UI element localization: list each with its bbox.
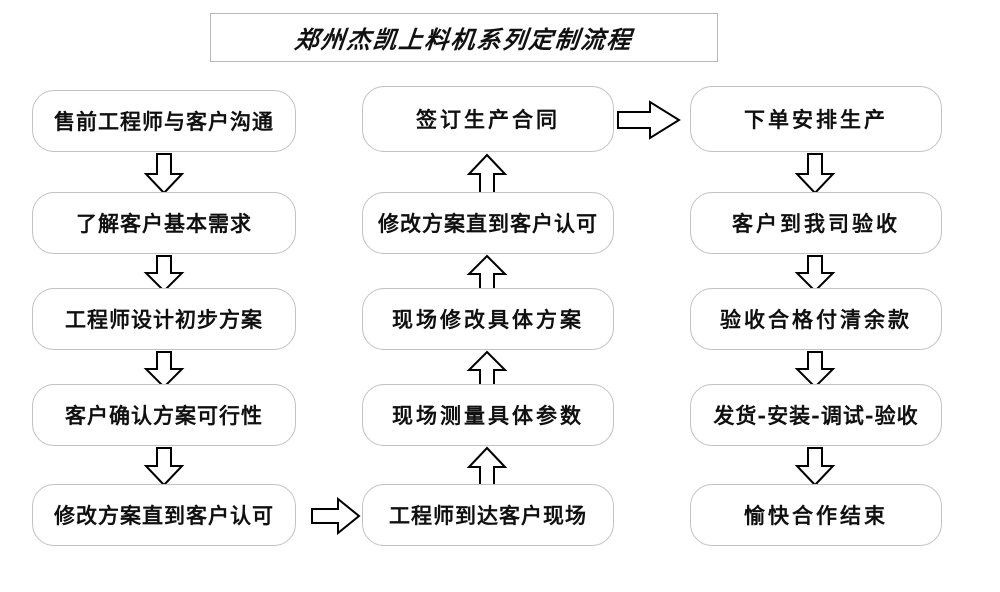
arrow-middle-1 (463, 152, 511, 196)
arrow-right-3 (791, 350, 839, 390)
node-label: 签订生产合同 (416, 107, 560, 132)
diagram-title: 郑州杰凯上料机系列定制流程 (293, 25, 635, 54)
node-customer-confirm-feasibility[interactable]: 客户确认方案可行性 (32, 384, 296, 446)
arrow-left-2 (140, 254, 188, 294)
node-place-order-production[interactable]: 下单安排生产 (690, 86, 942, 152)
node-label: 现场测量具体参数 (392, 403, 584, 428)
arrow-middle-4 (463, 446, 511, 488)
node-engineer-draft-plan[interactable]: 工程师设计初步方案 (32, 288, 296, 350)
arrow-left-3 (140, 350, 188, 390)
node-onsite-measure-params[interactable]: 现场测量具体参数 (362, 384, 614, 446)
arrow-left-4 (140, 446, 188, 488)
arrow-middle-to-right (616, 100, 682, 140)
node-customer-inspection[interactable]: 客户到我司验收 (690, 192, 942, 254)
node-label: 客户到我司验收 (732, 211, 900, 236)
node-ship-install-debug-accept[interactable]: 发货-安装-调试-验收 (690, 384, 942, 446)
node-label: 售前工程师与客户沟通 (54, 109, 274, 134)
node-understand-needs[interactable]: 了解客户基本需求 (32, 192, 296, 254)
node-engineer-arrive-onsite[interactable]: 工程师到达客户现场 (362, 484, 614, 546)
node-label: 验收合格付清余款 (720, 307, 912, 332)
node-label: 工程师设计初步方案 (65, 307, 263, 332)
node-pay-balance[interactable]: 验收合格付清余款 (690, 288, 942, 350)
arrow-right-2 (791, 254, 839, 294)
node-label: 工程师到达客户现场 (389, 503, 587, 528)
node-label: 发货-安装-调试-验收 (713, 403, 919, 428)
node-label: 了解客户基本需求 (76, 211, 252, 236)
arrow-left-to-middle (310, 496, 362, 536)
node-label: 修改方案直到客户认可 (378, 211, 598, 236)
arrow-right-4 (791, 446, 839, 488)
node-happy-cooperation-end[interactable]: 愉快合作结束 (690, 484, 942, 546)
node-revise-until-approved-mid[interactable]: 修改方案直到客户认可 (362, 192, 614, 254)
node-label: 愉快合作结束 (744, 503, 888, 528)
node-label: 客户确认方案可行性 (65, 403, 263, 428)
node-presale-communication[interactable]: 售前工程师与客户沟通 (32, 90, 296, 152)
node-onsite-revise-plan[interactable]: 现场修改具体方案 (362, 288, 614, 350)
node-label: 下单安排生产 (744, 107, 888, 132)
arrow-right-1 (791, 152, 839, 196)
node-label: 修改方案直到客户认可 (54, 503, 274, 528)
node-revise-until-approved-left[interactable]: 修改方案直到客户认可 (32, 484, 296, 546)
node-sign-production-contract[interactable]: 签订生产合同 (362, 86, 614, 152)
diagram-title-box: 郑州杰凯上料机系列定制流程 (210, 13, 718, 62)
node-label: 现场修改具体方案 (392, 307, 584, 332)
arrow-left-1 (140, 152, 188, 196)
